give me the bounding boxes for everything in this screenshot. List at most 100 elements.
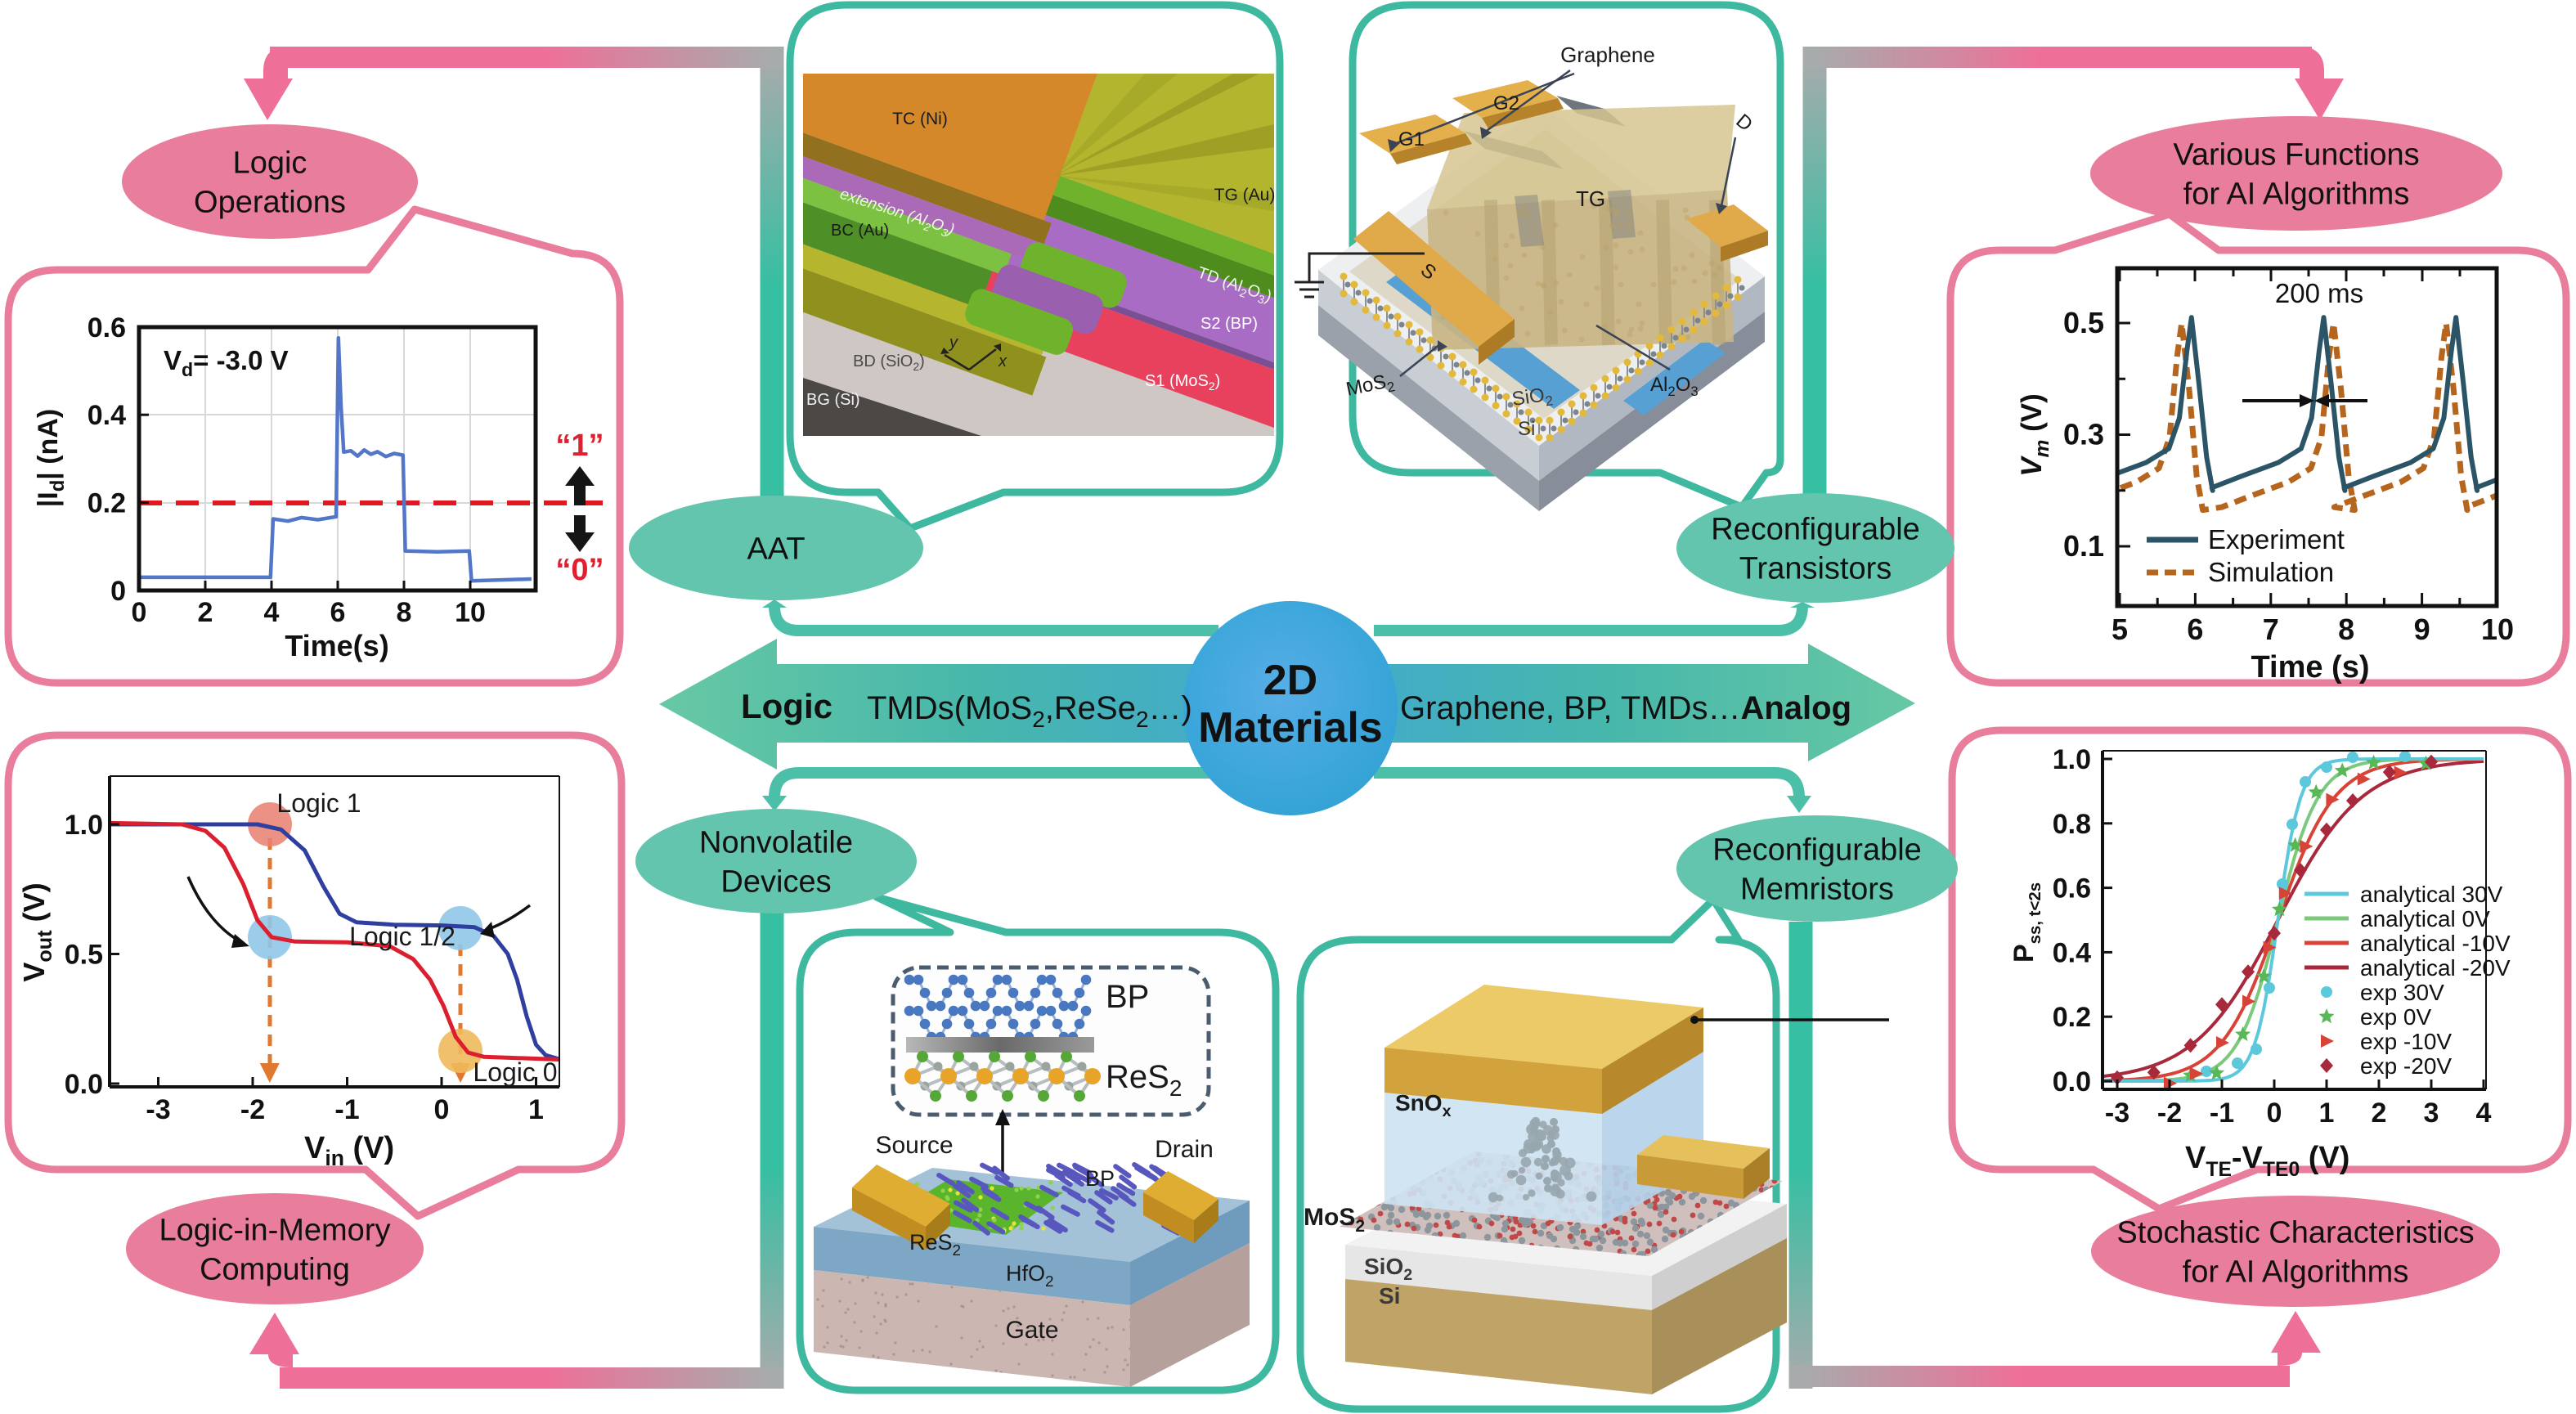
svg-text:-2: -2 bbox=[240, 1094, 265, 1125]
svg-text:BC (Au): BC (Au) bbox=[831, 222, 889, 240]
svg-text:Time(s): Time(s) bbox=[285, 629, 388, 662]
svg-text:BP: BP bbox=[1085, 1166, 1115, 1191]
svg-text:“0”: “0” bbox=[555, 553, 604, 587]
svg-text:7: 7 bbox=[2263, 613, 2279, 646]
svg-text:4: 4 bbox=[2476, 1098, 2492, 1129]
svg-text:0.4: 0.4 bbox=[2053, 937, 2091, 968]
svg-text:exp -20V: exp -20V bbox=[2360, 1053, 2452, 1079]
svg-text:0.4: 0.4 bbox=[88, 400, 126, 431]
svg-text:TG: TG bbox=[1576, 186, 1605, 211]
svg-text:Experiment: Experiment bbox=[2208, 524, 2345, 554]
svg-text:Devices: Devices bbox=[720, 864, 831, 899]
svg-text:0: 0 bbox=[434, 1094, 450, 1125]
svg-text:G1: G1 bbox=[1398, 128, 1425, 150]
svg-text:10: 10 bbox=[455, 597, 486, 628]
svg-text:0.5: 0.5 bbox=[65, 940, 103, 971]
svg-text:-3: -3 bbox=[2105, 1098, 2129, 1129]
svg-text:0: 0 bbox=[110, 576, 126, 607]
svg-text:200 ms: 200 ms bbox=[2275, 278, 2363, 308]
svg-text:-1: -1 bbox=[2210, 1098, 2234, 1129]
svg-text:0.6: 0.6 bbox=[2053, 873, 2091, 905]
svg-text:S2 (BP): S2 (BP) bbox=[1200, 315, 1258, 333]
svg-text:-1: -1 bbox=[334, 1094, 359, 1125]
svg-text:0.8: 0.8 bbox=[2053, 809, 2091, 840]
svg-text:SnOx: SnOx bbox=[1395, 1090, 1452, 1120]
svg-text:“1”: “1” bbox=[555, 429, 604, 463]
svg-text:for AI Algorithms: for AI Algorithms bbox=[2183, 1255, 2409, 1289]
svg-text:AAT: AAT bbox=[747, 532, 805, 566]
svg-text:-2: -2 bbox=[2157, 1098, 2182, 1129]
svg-text:0.2: 0.2 bbox=[2053, 1002, 2091, 1033]
svg-text:Graphene, BP, TMDs…Analog: Graphene, BP, TMDs…Analog bbox=[1400, 690, 1851, 726]
svg-text:Logic 0: Logic 0 bbox=[473, 1057, 557, 1087]
svg-text:S1 (MoS2): S1 (MoS2) bbox=[1145, 372, 1220, 393]
svg-text:2: 2 bbox=[2372, 1098, 2387, 1129]
svg-text:6: 6 bbox=[2187, 613, 2203, 646]
svg-text:Reconfigurable: Reconfigurable bbox=[1712, 833, 1922, 867]
svg-text:Simulation: Simulation bbox=[2208, 557, 2334, 587]
svg-text:Vm (V): Vm (V) bbox=[2016, 393, 2053, 477]
svg-text:x: x bbox=[998, 352, 1008, 370]
svg-text:analytical -20V: analytical -20V bbox=[2360, 955, 2511, 981]
svg-text:Source: Source bbox=[875, 1132, 953, 1159]
svg-text:exp 0V: exp 0V bbox=[2360, 1004, 2431, 1030]
svg-text:|Id| (nA): |Id| (nA) bbox=[33, 409, 69, 507]
svg-text:Logic: Logic bbox=[233, 146, 307, 180]
svg-text:0.6: 0.6 bbox=[88, 312, 126, 343]
svg-text:G2: G2 bbox=[1493, 92, 1519, 114]
svg-text:Reconfigurable: Reconfigurable bbox=[1711, 512, 1920, 546]
svg-text:Nonvolatile: Nonvolatile bbox=[699, 825, 853, 860]
svg-text:2D: 2D bbox=[1263, 657, 1317, 704]
svg-text:0.0: 0.0 bbox=[65, 1069, 103, 1100]
svg-text:Si: Si bbox=[1518, 418, 1535, 440]
svg-text:BG (Si): BG (Si) bbox=[806, 391, 860, 409]
svg-text:4: 4 bbox=[264, 597, 280, 628]
svg-text:BP: BP bbox=[1106, 979, 1149, 1015]
svg-text:Materials: Materials bbox=[1198, 704, 1382, 752]
svg-text:analytical 0V: analytical 0V bbox=[2360, 906, 2490, 931]
svg-text:2: 2 bbox=[198, 597, 213, 628]
svg-text:analytical -10V: analytical -10V bbox=[2360, 931, 2511, 956]
svg-text:TC (Ni): TC (Ni) bbox=[892, 110, 948, 128]
svg-text:MoS2: MoS2 bbox=[1304, 1204, 1365, 1236]
svg-text:9: 9 bbox=[2414, 613, 2430, 646]
svg-text:0.3: 0.3 bbox=[2063, 418, 2104, 451]
svg-text:6: 6 bbox=[330, 597, 346, 628]
svg-text:0: 0 bbox=[2267, 1098, 2282, 1129]
svg-text:1.0: 1.0 bbox=[2053, 744, 2091, 775]
svg-text:analytical 30V: analytical 30V bbox=[2360, 882, 2503, 907]
svg-text:-3: -3 bbox=[146, 1094, 170, 1125]
svg-text:TG (Au): TG (Au) bbox=[1214, 186, 1276, 204]
svg-text:Memristors: Memristors bbox=[1740, 872, 1894, 906]
svg-text:exp 30V: exp 30V bbox=[2360, 980, 2444, 1005]
svg-text:Gate: Gate bbox=[1005, 1317, 1058, 1344]
svg-text:8: 8 bbox=[397, 597, 412, 628]
svg-text:y: y bbox=[948, 334, 958, 352]
svg-text:3: 3 bbox=[2424, 1098, 2439, 1129]
svg-text:Operations: Operations bbox=[194, 185, 346, 219]
svg-text:0.1: 0.1 bbox=[2063, 529, 2104, 563]
svg-text:Various Functions: Various Functions bbox=[2173, 137, 2419, 172]
svg-text:Vin (V): Vin (V) bbox=[304, 1131, 394, 1170]
svg-text:Drain: Drain bbox=[1155, 1136, 1214, 1163]
svg-text:Logic-in-Memory: Logic-in-Memory bbox=[159, 1213, 391, 1247]
svg-text:0.0: 0.0 bbox=[2053, 1066, 2091, 1098]
svg-text:exp -10V: exp -10V bbox=[2360, 1029, 2452, 1054]
svg-text:for AI Algorithms: for AI Algorithms bbox=[2183, 177, 2410, 211]
svg-text:0.2: 0.2 bbox=[88, 488, 126, 519]
svg-text:Transistors: Transistors bbox=[1739, 551, 1892, 586]
svg-text:1: 1 bbox=[528, 1094, 544, 1125]
svg-text:8: 8 bbox=[2338, 613, 2354, 646]
svg-text:Logic 1/2: Logic 1/2 bbox=[349, 922, 456, 951]
svg-text:5: 5 bbox=[2112, 613, 2128, 646]
svg-text:1.0: 1.0 bbox=[65, 810, 103, 841]
svg-text:Time (s): Time (s) bbox=[2251, 650, 2369, 685]
svg-text:Logic: Logic bbox=[741, 687, 832, 725]
svg-text:ReS2: ReS2 bbox=[1106, 1059, 1182, 1101]
svg-text:1: 1 bbox=[2319, 1098, 2335, 1129]
svg-text:Graphene: Graphene bbox=[1560, 43, 1655, 67]
svg-text:Stochastic Characteristics: Stochastic Characteristics bbox=[2116, 1215, 2474, 1250]
svg-text:BD (SiO2): BD (SiO2) bbox=[853, 352, 925, 373]
svg-text:Si: Si bbox=[1379, 1283, 1400, 1309]
svg-text:0: 0 bbox=[132, 597, 147, 628]
